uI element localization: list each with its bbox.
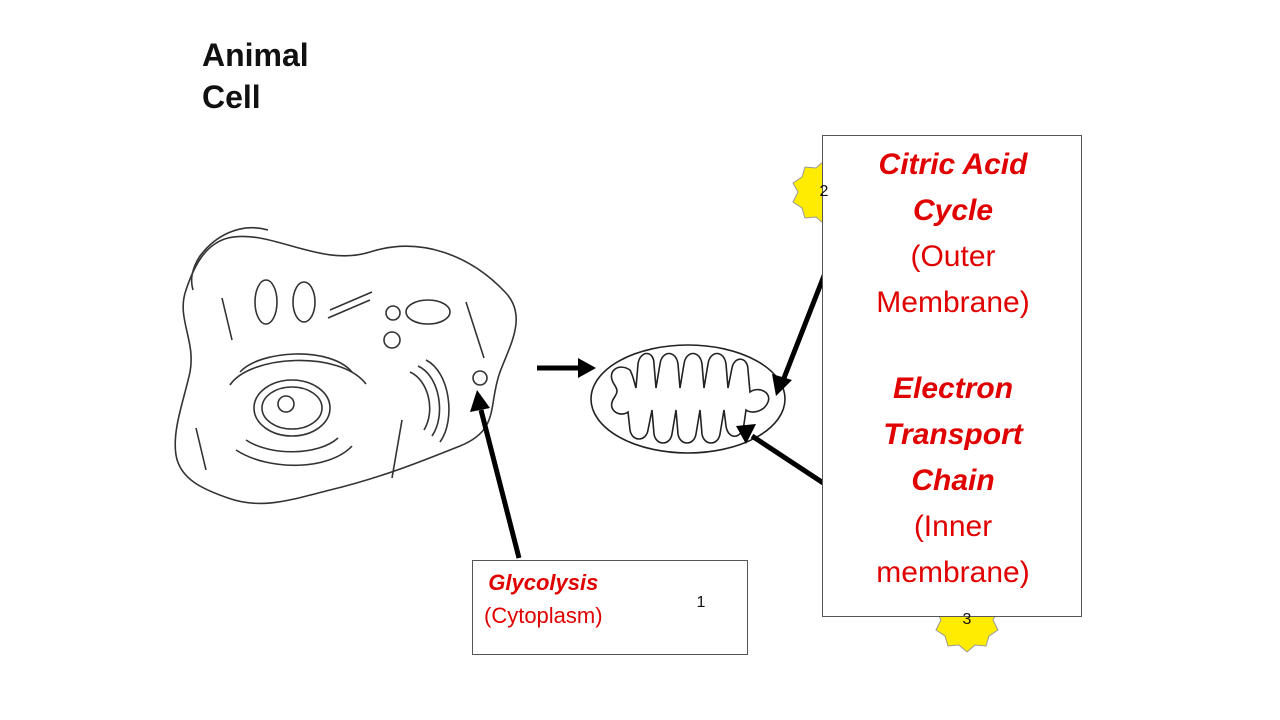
vesicle-1 [385,305,401,321]
nucleolus [277,395,295,413]
golgi-2 [417,365,441,437]
cac-name-line-2: Cycle [912,194,994,227]
etc-name-line-1: Electron [892,372,1014,405]
mitochondrion-a [254,279,278,325]
diagram-title: Animal Cell [202,34,309,118]
er-fold-4 [235,445,353,467]
glycolysis-label: Glycolysis (Cytoplasm) [484,566,603,632]
badge-2-number: 2 [819,183,829,200]
nucleus-envelope [253,379,331,437]
etc-name-line-3: Chain [911,464,995,497]
microtubule-3 [195,427,207,471]
glycolysis-location: (Cytoplasm) [484,603,603,628]
cac-location-line-2: Membrane) [876,286,1030,319]
animal-cell-illustration [174,226,517,505]
mitochondrial-stages-box [822,135,1082,617]
arrow-cell-to-mitochondrion [537,358,596,378]
cell-outline-upper [190,226,269,291]
mitochondrion-c [405,299,451,325]
mitochondrion-inner-membrane [610,352,770,444]
microtubule-2 [221,297,233,341]
title-line-1: Animal [202,37,309,73]
vesicle-3 [472,370,488,386]
microtubule-1 [465,301,485,359]
arrow-glycolysis-to-cell [470,390,522,559]
etc-location-line-2: membrane) [876,556,1030,589]
vesicle-2 [383,331,401,349]
badge-1-number: 1 [696,594,706,611]
badge-3-number: 3 [962,611,972,628]
golgi-3 [425,359,450,443]
electron-transport-chain-label: Electron Transport Chain (Inner membrane… [822,366,1084,596]
etc-name-line-2: Transport [883,418,1023,451]
glycolysis-box [472,560,748,655]
er-fold-1 [239,353,353,373]
er-fold-2 [229,359,367,386]
nucleus [261,386,323,430]
mitochondrion-b [292,281,316,323]
glycolysis-name: Glycolysis [488,570,599,595]
golgi-1 [409,371,431,431]
centriole [327,291,373,319]
cac-name-line-1: Citric Acid [878,148,1028,181]
cac-location-line-1: (Outer [910,240,996,273]
citric-acid-cycle-label: Citric Acid Cycle (Outer Membrane) [822,142,1084,326]
etc-location-line-1: (Inner [913,510,993,543]
cell-membrane [174,235,517,505]
title-line-2: Cell [202,79,261,115]
er-fold-3 [245,437,339,453]
microtubule-4 [391,419,403,479]
